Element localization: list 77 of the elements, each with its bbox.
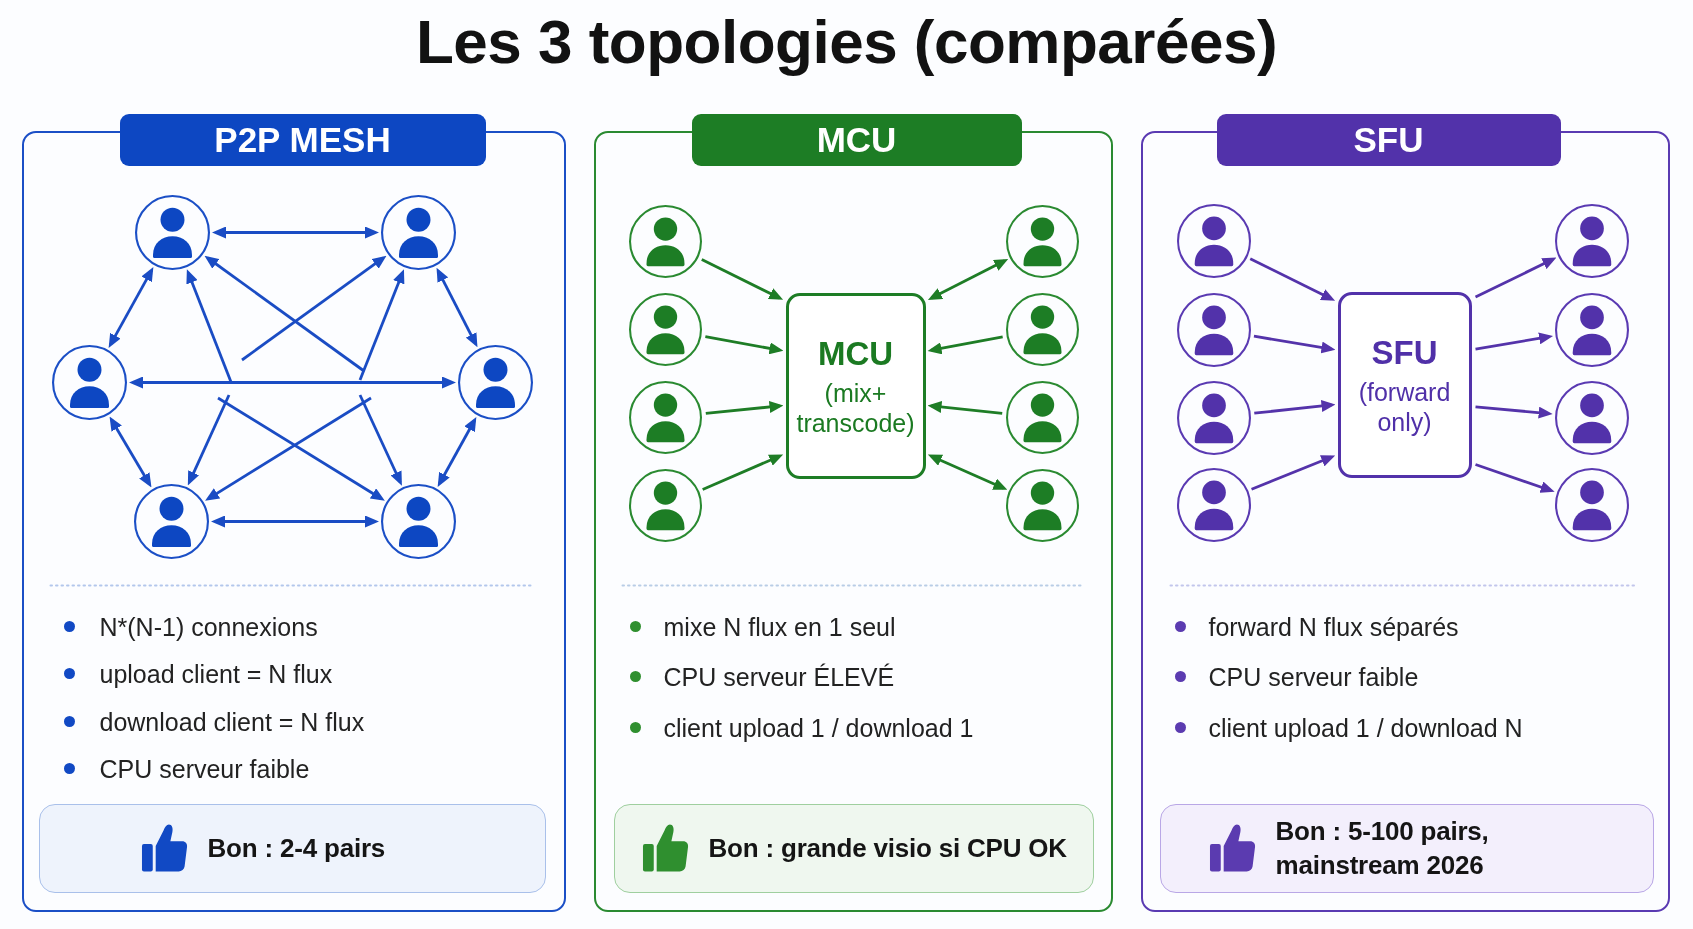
arrow [204, 255, 365, 373]
arrow [1251, 455, 1336, 491]
user-icon [1554, 292, 1629, 367]
bullet-text: upload client = N flux [99, 658, 333, 689]
bullet-text: client upload 1 / download 1 [663, 712, 974, 743]
user-icon [1006, 293, 1079, 366]
server-box [785, 292, 926, 479]
bullet-text: download client = N flux [99, 706, 365, 737]
verdict-text: Bon : 2-4 pairs [207, 832, 386, 865]
bullet-text: forward N flux séparés [1208, 611, 1459, 642]
arrow [1475, 463, 1555, 493]
user-icon [135, 195, 210, 270]
user-icon [381, 195, 456, 270]
arrow [927, 401, 1003, 415]
user-icon [52, 345, 127, 420]
arrow [927, 335, 1003, 355]
arrow [187, 394, 231, 486]
arrow [1254, 400, 1336, 415]
user-icon [134, 484, 209, 559]
double-arrow [437, 417, 477, 487]
box-title: SFU [1371, 332, 1438, 373]
user-icon [1176, 203, 1251, 278]
bullet-text: CPU serveur faible [1208, 661, 1419, 692]
bullet-text: CPU serveur faible [99, 753, 310, 784]
bullet-text: N*(N-1) connexions [99, 611, 318, 642]
arrow [241, 255, 387, 362]
arrow [701, 258, 784, 300]
double-arrow [212, 226, 379, 239]
bullet-text: mixe N flux en 1 seul [663, 611, 896, 642]
verdict-text: Bon : 5-100 pairs, mainstream 2026 [1275, 815, 1490, 882]
arrow [1475, 405, 1553, 419]
user-icon [1554, 203, 1629, 278]
arrow [705, 401, 784, 415]
user-icon [1006, 469, 1079, 542]
panel-header: SFU [1216, 113, 1561, 166]
bullet-text: CPU serveur ÉLEVÉ [663, 661, 895, 692]
user-icon [1006, 205, 1079, 278]
box-subtitle: (mix+ transcode) [795, 377, 916, 438]
panel-header: P2P MESH [119, 113, 486, 166]
double-arrow [436, 267, 478, 348]
double-arrow [927, 454, 1008, 490]
verdict-text: Bon : grande visio si CPU OK [708, 832, 1067, 865]
user-icon [629, 293, 702, 366]
arrow [1475, 332, 1554, 351]
verdict-box [38, 803, 546, 893]
double-arrow [927, 259, 1009, 300]
arrow [358, 394, 402, 486]
arrow [1253, 334, 1336, 354]
panel-header: MCU [691, 113, 1022, 166]
user-icon [1176, 292, 1251, 367]
user-icon [629, 469, 702, 542]
user-icon [1006, 381, 1079, 454]
user-icon [458, 345, 533, 420]
double-arrow [109, 416, 152, 488]
arrow [358, 269, 405, 381]
user-icon [381, 484, 456, 559]
double-arrow [129, 376, 456, 389]
arrow [1474, 257, 1557, 299]
double-arrow [211, 515, 379, 528]
box-subtitle: (forward only) [1357, 376, 1452, 437]
user-icon [1176, 467, 1251, 542]
arrow [1249, 257, 1336, 301]
server-box [1337, 291, 1472, 478]
arrow [702, 454, 784, 491]
user-icon [1554, 467, 1629, 542]
verdict-box [613, 803, 1094, 893]
arrow [705, 335, 784, 355]
user-icon [629, 205, 702, 278]
user-icon [1554, 380, 1629, 455]
verdict-box [1159, 803, 1654, 893]
diagram-title: Les 3 topologies (comparées) [415, 6, 1278, 78]
user-icon [1176, 380, 1251, 455]
arrow [186, 269, 233, 383]
box-title: MCU [817, 333, 894, 374]
user-icon [629, 381, 702, 454]
bullet-text: client upload 1 / download N [1208, 712, 1523, 743]
double-arrow [108, 267, 154, 348]
